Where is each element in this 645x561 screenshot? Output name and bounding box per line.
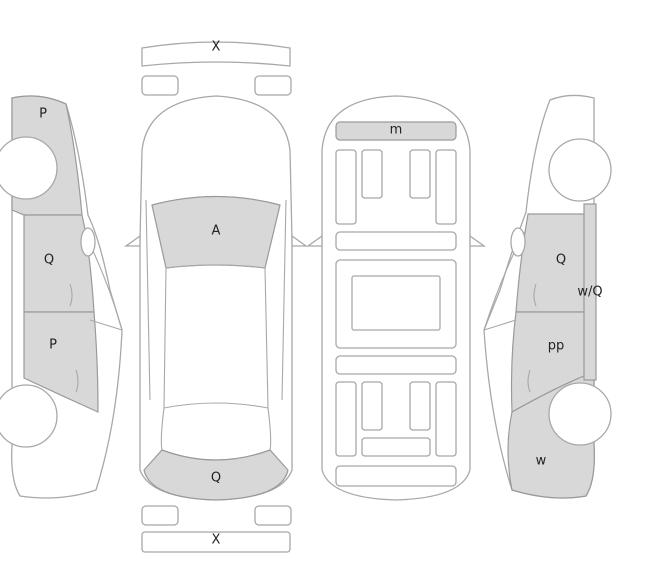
right-mirror [510,227,526,257]
right-rear-door-handle [527,369,531,393]
left-front-wheel [0,136,58,200]
rear-bumper-panel[interactable] [141,531,291,553]
right-front-door-handle [533,283,537,307]
left-front-fender-label: P [39,107,47,122]
right-front-wheel [548,138,612,202]
top-view-body-outline [139,95,293,501]
hood-label: A [212,224,221,239]
rear-right-taillight [254,505,292,526]
rear-left-seat-inner [361,381,383,431]
right-rear-wheel [548,382,612,446]
right-pillar-label: w/Q [577,285,602,300]
front-left-seat-inner [361,149,383,199]
left-side-sill-line [89,319,123,331]
interior-left-mirror [305,234,323,247]
front-right-seat-outer [435,149,457,225]
front-left-seat-outer [335,149,357,225]
right-rear-door-label: pp [548,339,565,354]
interior-right-mirror [469,234,487,247]
right-side-sill-line [483,319,517,331]
right-a-pillar-line [281,199,287,401]
trunk-panel[interactable] [143,449,289,501]
rear-right-seat-outer [435,381,457,457]
dash-panel [335,231,457,251]
left-front-door-handle [69,283,73,307]
left-a-pillar-line [145,199,151,401]
rear-bumper-label: X [212,533,221,548]
right-side-view: Q w/Q pp w [483,94,612,499]
right-front-door-label: Q [556,253,566,268]
left-mirror [80,227,96,257]
left-rear-wheel [0,384,58,448]
rear-bench-panel [361,437,431,457]
right-quarter-panel-label: w [536,454,547,469]
front-bumper-panel[interactable] [141,41,291,67]
front-right-seat-inner [409,149,431,199]
interior-view: m [305,95,487,501]
left-front-door-label: Q [44,253,54,268]
front-right-headlight [254,75,292,96]
front-bumper-label: X [212,40,221,55]
roof-front-strip-label: m [390,123,403,138]
left-side-view: P Q P [0,95,123,499]
rear-crossbar [335,355,457,375]
top-view-roof-outline [163,267,269,409]
rear-left-seat-outer [335,381,357,457]
right-pillar-strip[interactable] [583,203,597,381]
windshield-line [165,264,266,269]
sunroof-panel [351,275,441,331]
top-view: X A Q X [123,40,309,553]
left-front-door-panel[interactable] [23,214,95,313]
left-rear-door-panel[interactable] [23,311,99,413]
rear-right-seat-inner [409,381,431,431]
left-rear-door-handle [75,369,79,393]
left-mirror-top [123,234,141,247]
rear-left-taillight [141,505,179,526]
left-rear-door-label: P [49,338,57,353]
roof-front-strip-panel[interactable] [335,121,457,141]
trunk-label: Q [211,471,221,486]
cargo-strip [335,465,457,487]
front-left-headlight [141,75,179,96]
right-mirror-top [291,234,309,247]
